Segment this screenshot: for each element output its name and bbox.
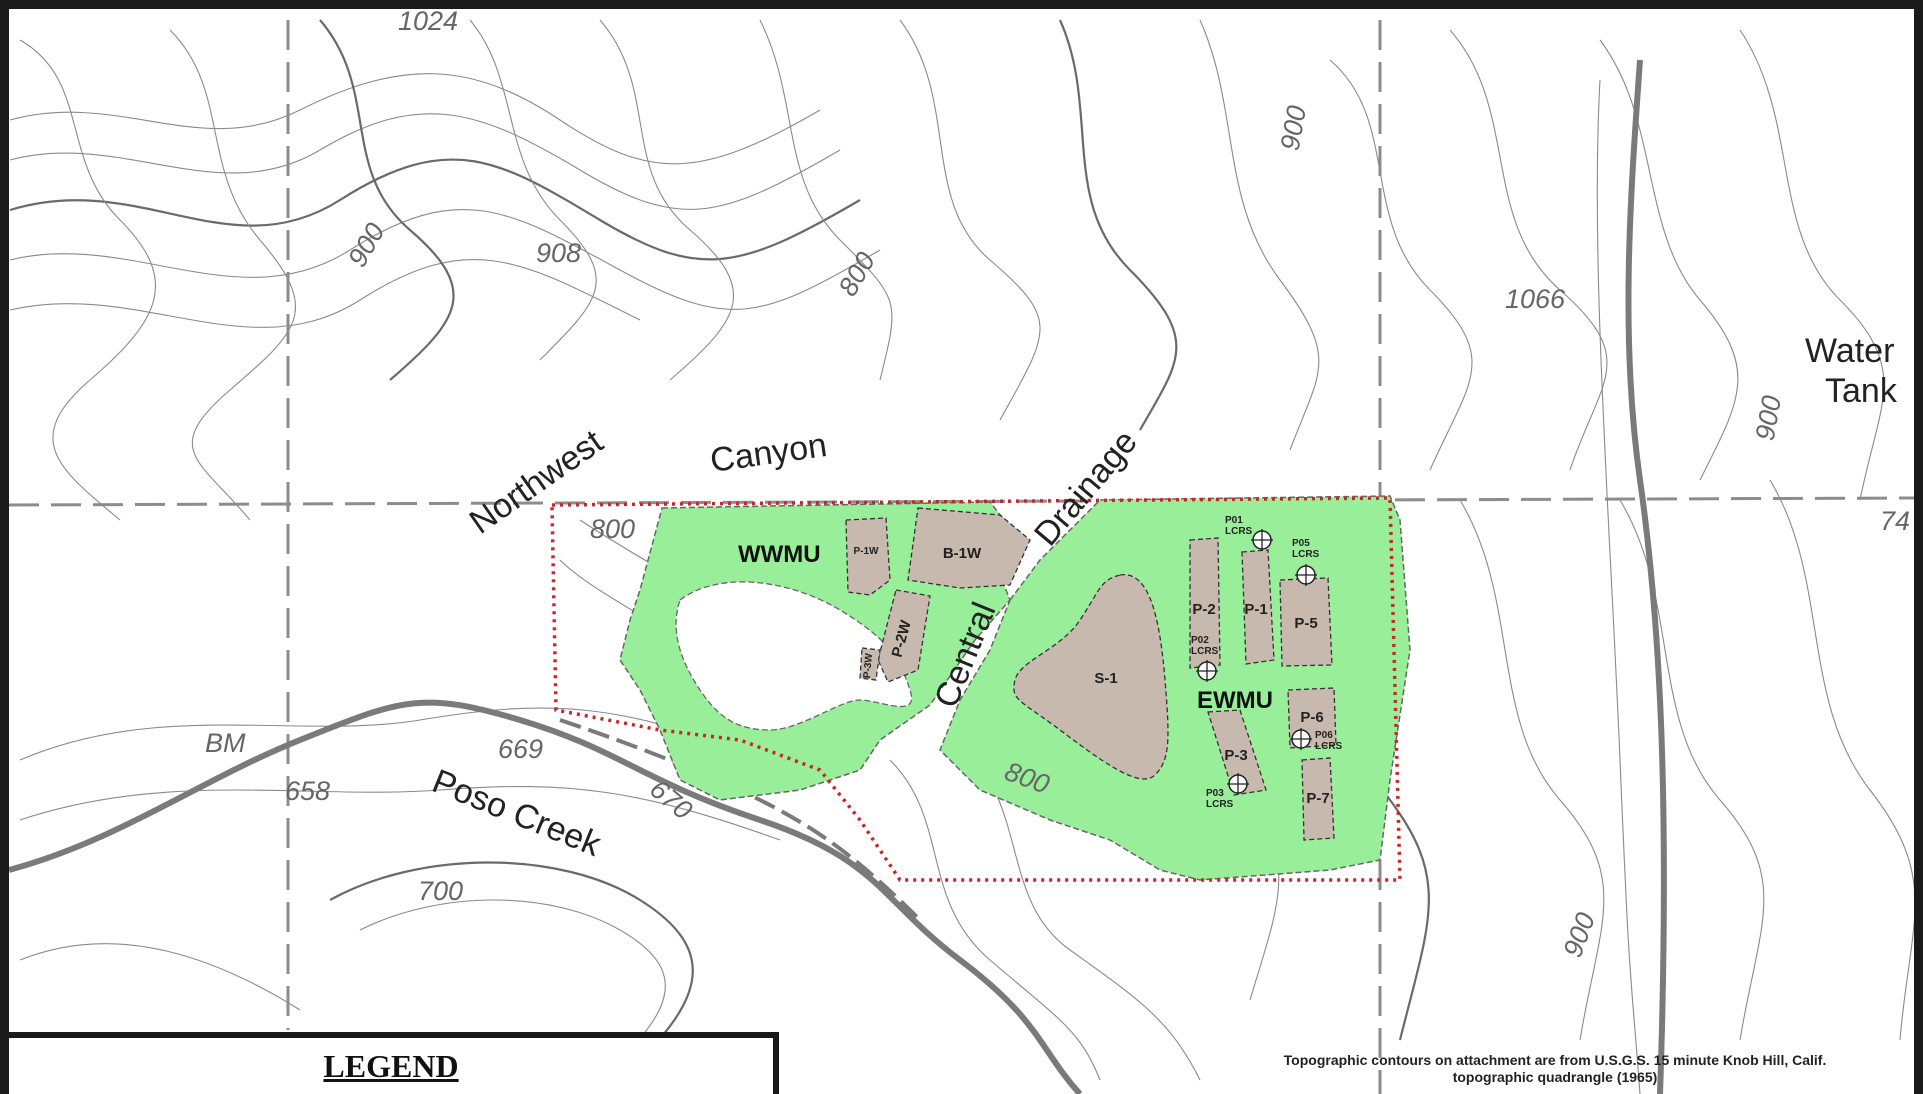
pond-p2w: [877, 589, 931, 683]
water-label: Water: [1805, 332, 1894, 370]
lcrs-marker-p01: [1251, 529, 1273, 551]
elevation-label: 900: [342, 218, 391, 272]
elevation-label: 908: [536, 238, 581, 268]
legend-title: LEGEND: [323, 1048, 459, 1084]
pond-label-s1: S-1: [1094, 670, 1117, 687]
lcrs-marker-p05: [1295, 564, 1317, 586]
bm-label: BM: [205, 728, 246, 758]
wwmu-label: WWMU: [738, 541, 821, 568]
lcrs-marker-p06: [1290, 728, 1312, 750]
pond-label-p5: P-5: [1294, 615, 1317, 632]
pond-label-p3: P-3: [1224, 747, 1247, 764]
pond-p2: [1189, 537, 1221, 669]
lcrs-markers: [1196, 529, 1317, 795]
elevation-label: 900: [1557, 909, 1601, 962]
tank-label: Tank: [1825, 372, 1898, 410]
elevation-label: 669: [498, 734, 543, 764]
elevation-label: 1024: [398, 6, 458, 36]
ponds: [845, 507, 1337, 841]
elevation-label: 658: [285, 776, 330, 806]
pond-p7: [1301, 757, 1335, 841]
pond-label-p3w: P-3W: [862, 652, 875, 678]
pond-p3: [1207, 709, 1267, 796]
elevation-label: 1066: [1505, 284, 1566, 314]
wwmu-island: [675, 581, 913, 731]
legend-box: LEGEND: [9, 1032, 779, 1094]
northwest-label: Northwest: [463, 422, 611, 541]
elevation-label: 800: [833, 247, 882, 301]
pond-s1: [1013, 574, 1169, 780]
canyon-label: Canyon: [708, 426, 829, 480]
pond-label-p2: P-2: [1192, 601, 1215, 618]
pond-p1w: [845, 517, 891, 596]
elevation-label: 900: [1275, 103, 1312, 153]
pond-b1w: [907, 507, 1031, 589]
pond-p3w: [859, 647, 881, 681]
roads: [8, 59, 1667, 1094]
contour-lines: [9, 19, 1916, 1081]
pond-label-p7: P-7: [1306, 790, 1329, 807]
pond-label-p6: P-6: [1300, 709, 1323, 726]
source-note-line-1: Topographic contours on attachment are f…: [1283, 1052, 1827, 1068]
elevation-label: 700: [418, 876, 463, 906]
lcrs-marker-p03: [1227, 773, 1249, 795]
ewmu-label: EWMU: [1197, 687, 1273, 714]
source-note: Topographic contours on attachment are f…: [1240, 1052, 1870, 1086]
elevation-label: 800: [590, 514, 635, 544]
elevation-label: 900: [1750, 393, 1787, 443]
pond-label-b1w: B-1W: [943, 545, 982, 562]
pond-label-p1: P-1: [1244, 601, 1267, 618]
elevation-label: 74: [1880, 506, 1910, 536]
lcrs-marker-p02: [1196, 660, 1218, 682]
pond-p1: [1241, 549, 1275, 665]
pond-labels: P-1W B-1W P-2W P-3W S-1 P-2 P-1 P-5 P-6 …: [854, 545, 1330, 807]
site-boundary: [550, 496, 1402, 882]
poso-creek-label: Poso Creek: [427, 762, 607, 864]
pond-label-p1w: P-1W: [854, 546, 880, 557]
source-note-line-2: topographic quadrangle (1965): [1452, 1069, 1658, 1085]
